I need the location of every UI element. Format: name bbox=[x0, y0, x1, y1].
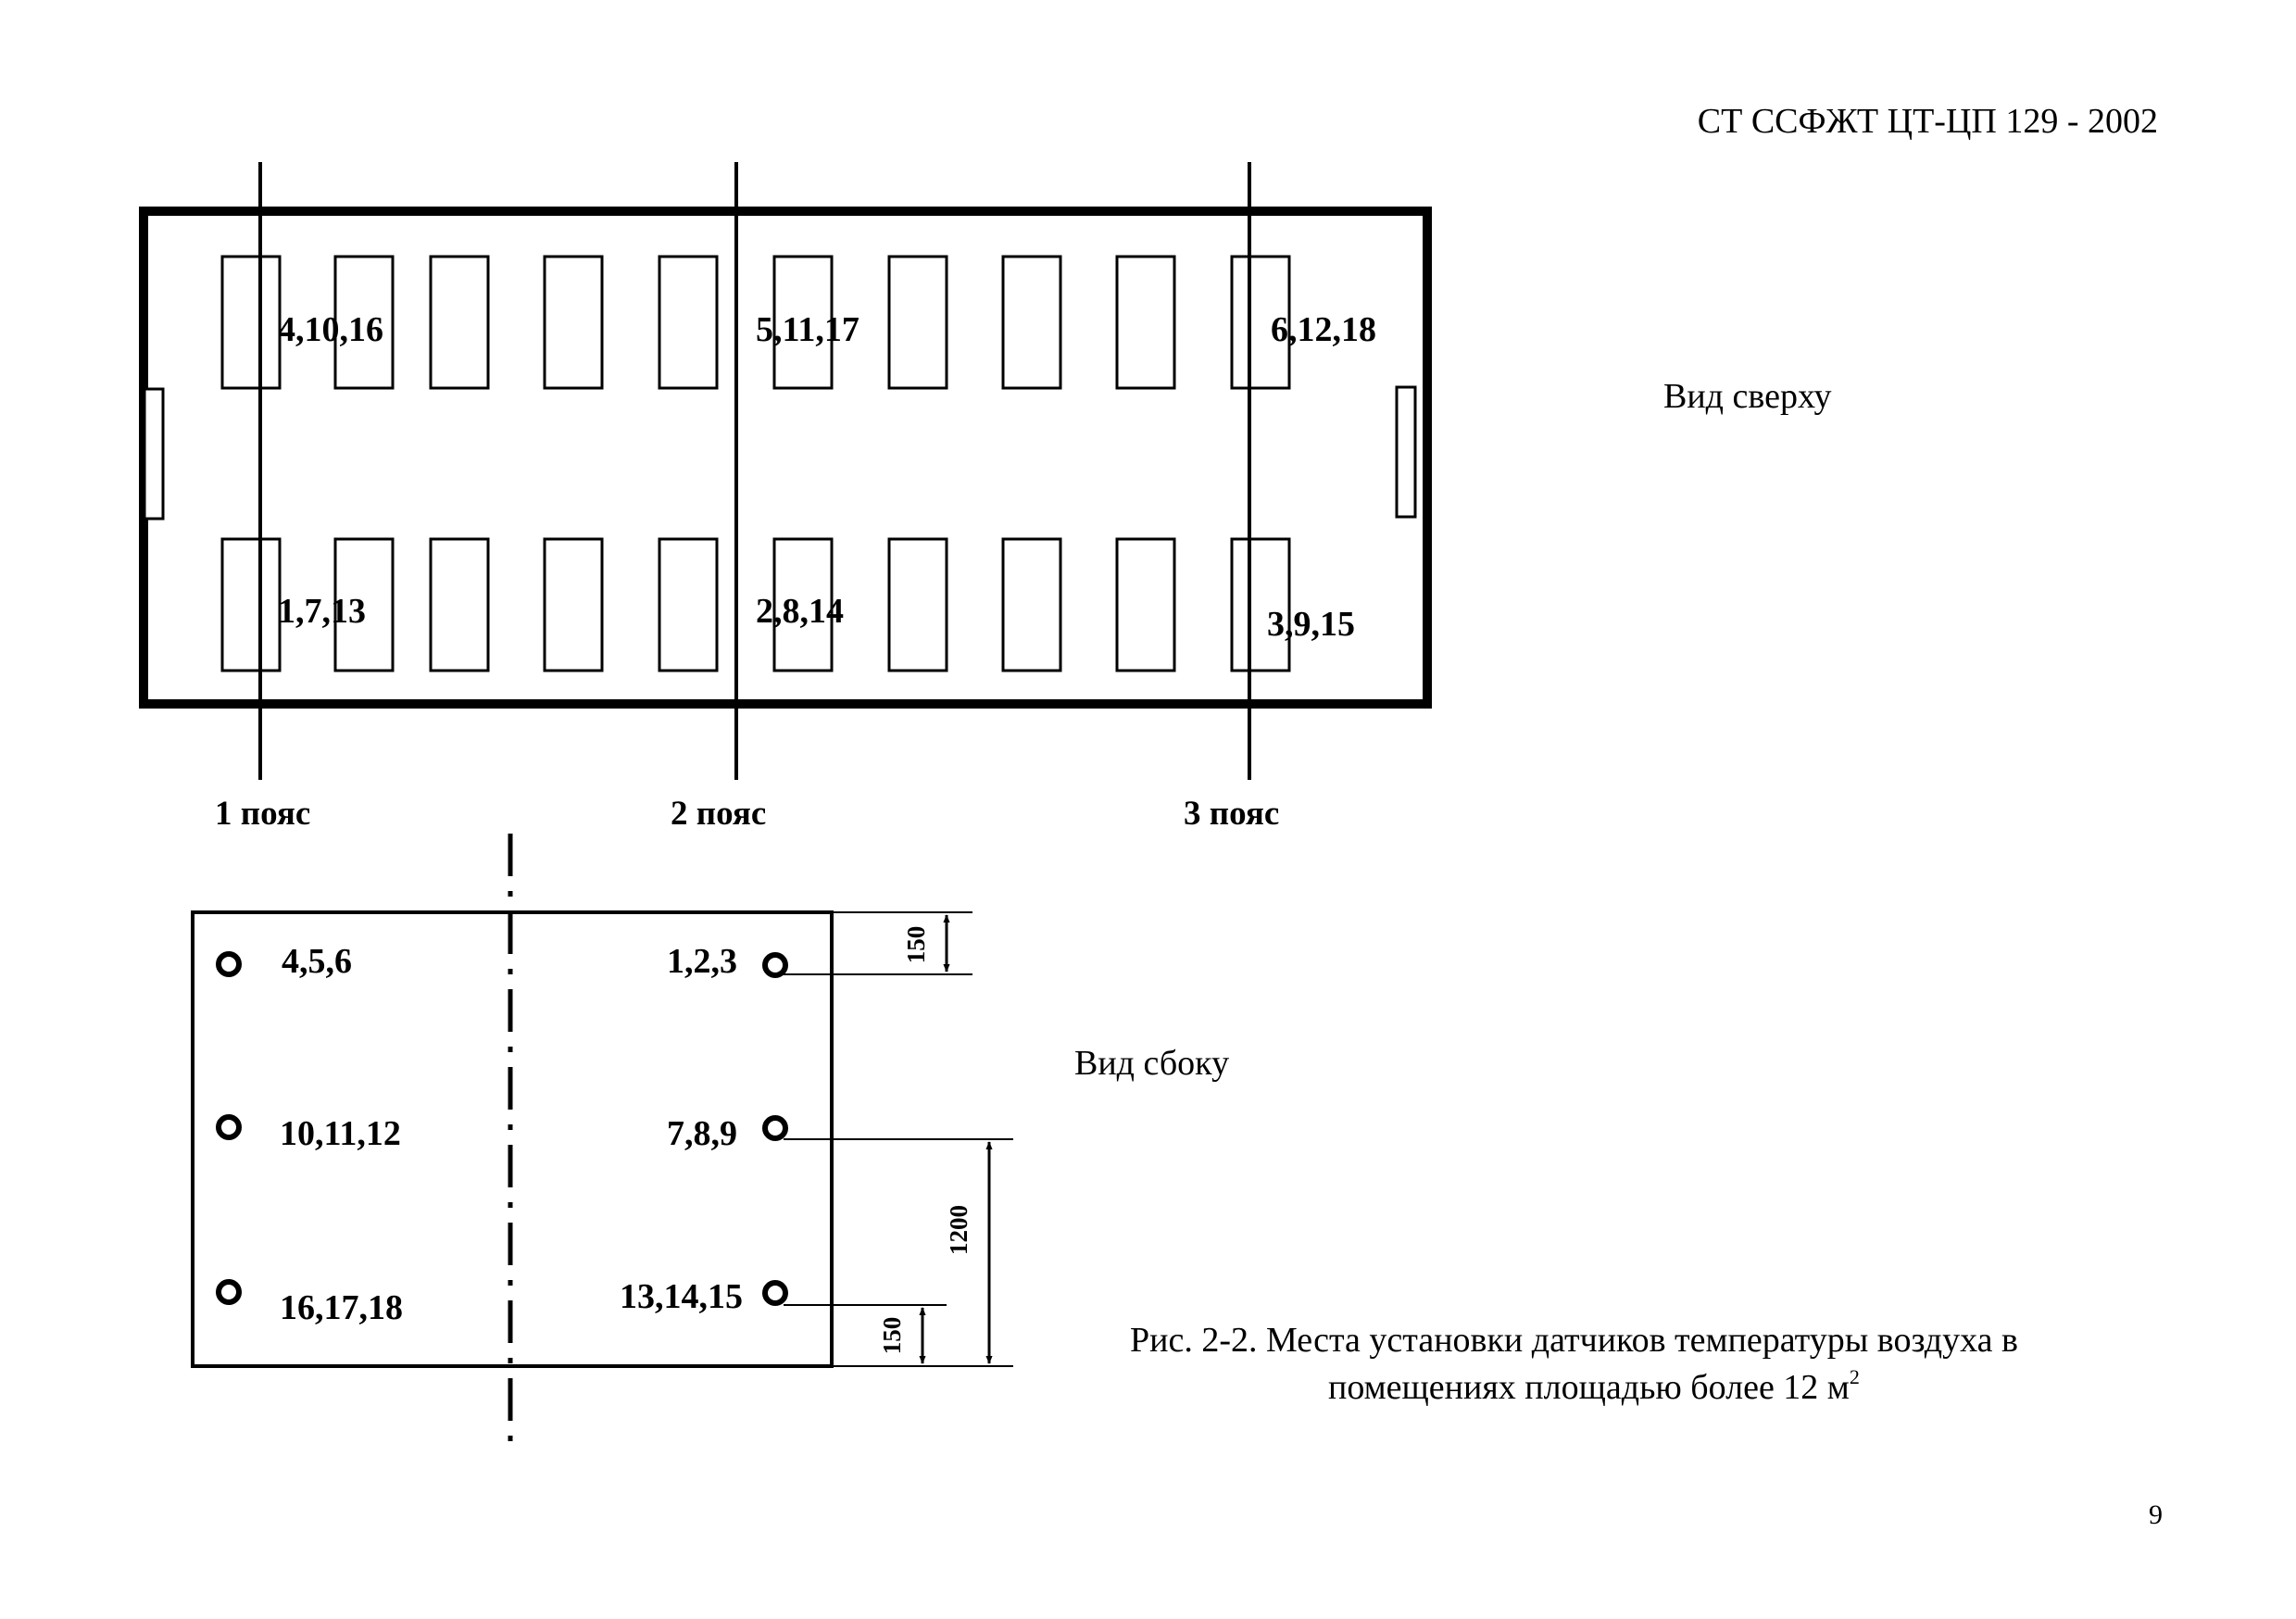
desk bbox=[658, 537, 719, 672]
dimension-middle: 1200 bbox=[784, 1138, 1013, 1367]
page-number: 9 bbox=[2149, 1500, 2163, 1530]
sensor-group-lower-2: 2,8,14 bbox=[756, 592, 844, 631]
right-door bbox=[1395, 385, 1417, 519]
sensor-point bbox=[216, 1114, 242, 1140]
side-view-label: Вид сбоку bbox=[1074, 1044, 1229, 1083]
desk bbox=[772, 537, 834, 672]
desk bbox=[333, 537, 395, 672]
caption-line-1: Рис. 2-2. Места установки датчиков темпе… bbox=[1130, 1321, 2018, 1360]
desk bbox=[658, 255, 719, 390]
desk bbox=[1115, 255, 1176, 390]
desk-row-lower bbox=[220, 537, 1291, 672]
desk bbox=[1001, 537, 1062, 672]
figure-caption: Рис. 2-2. Места установки датчиков темпе… bbox=[1130, 1321, 2018, 1407]
top-view: 4,10,16 5,11,17 6,12,18 1,7,13 2,8,14 3,… bbox=[139, 162, 1832, 833]
zone-label-3: 3 пояс bbox=[1184, 795, 1279, 833]
sensor-point bbox=[762, 1280, 788, 1306]
sensor-point bbox=[216, 951, 242, 977]
sensor-label-left-3: 16,17,18 bbox=[280, 1288, 403, 1327]
sensor-group-upper-1: 4,10,16 bbox=[278, 310, 383, 349]
caption-line-2-text: помещениях площадью более 12 м bbox=[1328, 1368, 1850, 1407]
sensor-label-left-1: 4,5,6 bbox=[282, 942, 352, 981]
desk bbox=[429, 255, 490, 390]
document-code: СТ ССФЖТ ЦТ-ЦП 129 - 2002 bbox=[1698, 102, 2158, 141]
desk bbox=[429, 537, 490, 672]
caption-line-2: помещениях площадью более 12 м2 bbox=[1328, 1365, 1860, 1407]
caption-superscript: 2 bbox=[1850, 1365, 1860, 1388]
desk bbox=[887, 537, 948, 672]
sensor-point bbox=[762, 1115, 788, 1141]
desk bbox=[543, 255, 604, 390]
desk bbox=[1115, 537, 1176, 672]
sensor-label-right-2: 7,8,9 bbox=[667, 1114, 737, 1153]
desk bbox=[220, 537, 282, 672]
sensor-group-upper-2: 5,11,17 bbox=[756, 310, 859, 349]
left-door bbox=[143, 387, 165, 521]
desk bbox=[1230, 255, 1291, 390]
sensor-group-upper-3: 6,12,18 bbox=[1271, 310, 1376, 349]
desk bbox=[1230, 537, 1291, 672]
sensor-label-right-3: 13,14,15 bbox=[620, 1277, 743, 1316]
zone-label-2: 2 пояс bbox=[671, 795, 766, 833]
sensor-point bbox=[762, 952, 788, 978]
dimension-label-middle: 1200 bbox=[945, 1205, 972, 1255]
side-view: 4,5,6 10,11,12 16,17,18 1,2,3 7,8,9 13,1… bbox=[191, 834, 1229, 1450]
desk bbox=[772, 255, 834, 390]
sensor-group-lower-1: 1,7,13 bbox=[278, 592, 366, 631]
desk bbox=[1001, 255, 1062, 390]
desk bbox=[333, 255, 395, 390]
desk bbox=[220, 255, 282, 390]
sensor-label-right-1: 1,2,3 bbox=[667, 942, 737, 981]
dimension-label-top: 150 bbox=[902, 926, 930, 964]
desk bbox=[887, 255, 948, 390]
sensor-group-lower-3: 3,9,15 bbox=[1267, 605, 1355, 644]
desk-row-upper bbox=[220, 255, 1291, 390]
sensor-label-left-2: 10,11,12 bbox=[280, 1114, 401, 1153]
dimension-label-bottom: 150 bbox=[878, 1317, 906, 1355]
sensor-point bbox=[216, 1279, 242, 1305]
zone-label-1: 1 пояс bbox=[215, 795, 310, 833]
top-view-label: Вид сверху bbox=[1663, 377, 1832, 416]
dimension-bottom: 150 bbox=[784, 1304, 947, 1364]
desk bbox=[543, 537, 604, 672]
dimension-top: 150 bbox=[784, 911, 972, 975]
